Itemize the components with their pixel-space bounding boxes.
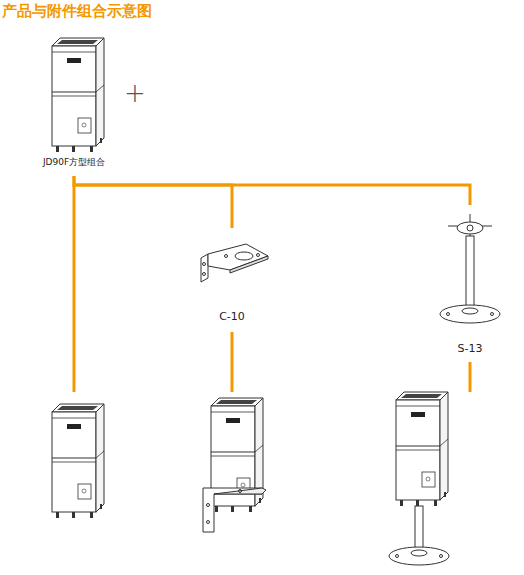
- connector-line: [74, 176, 470, 205]
- product-part: JD90F方型组合: [30, 36, 118, 176]
- plus-sign: +: [124, 78, 146, 108]
- connector-line: [74, 176, 232, 228]
- product-part: C-10: [197, 228, 267, 328]
- part-name: S-13: [458, 342, 483, 355]
- diagram-title: 产品与附件组合示意图: [2, 2, 152, 21]
- part-name: JD90F方型组合: [43, 156, 105, 169]
- product-part: S-13: [430, 205, 510, 360]
- part-name: C-10: [219, 310, 245, 323]
